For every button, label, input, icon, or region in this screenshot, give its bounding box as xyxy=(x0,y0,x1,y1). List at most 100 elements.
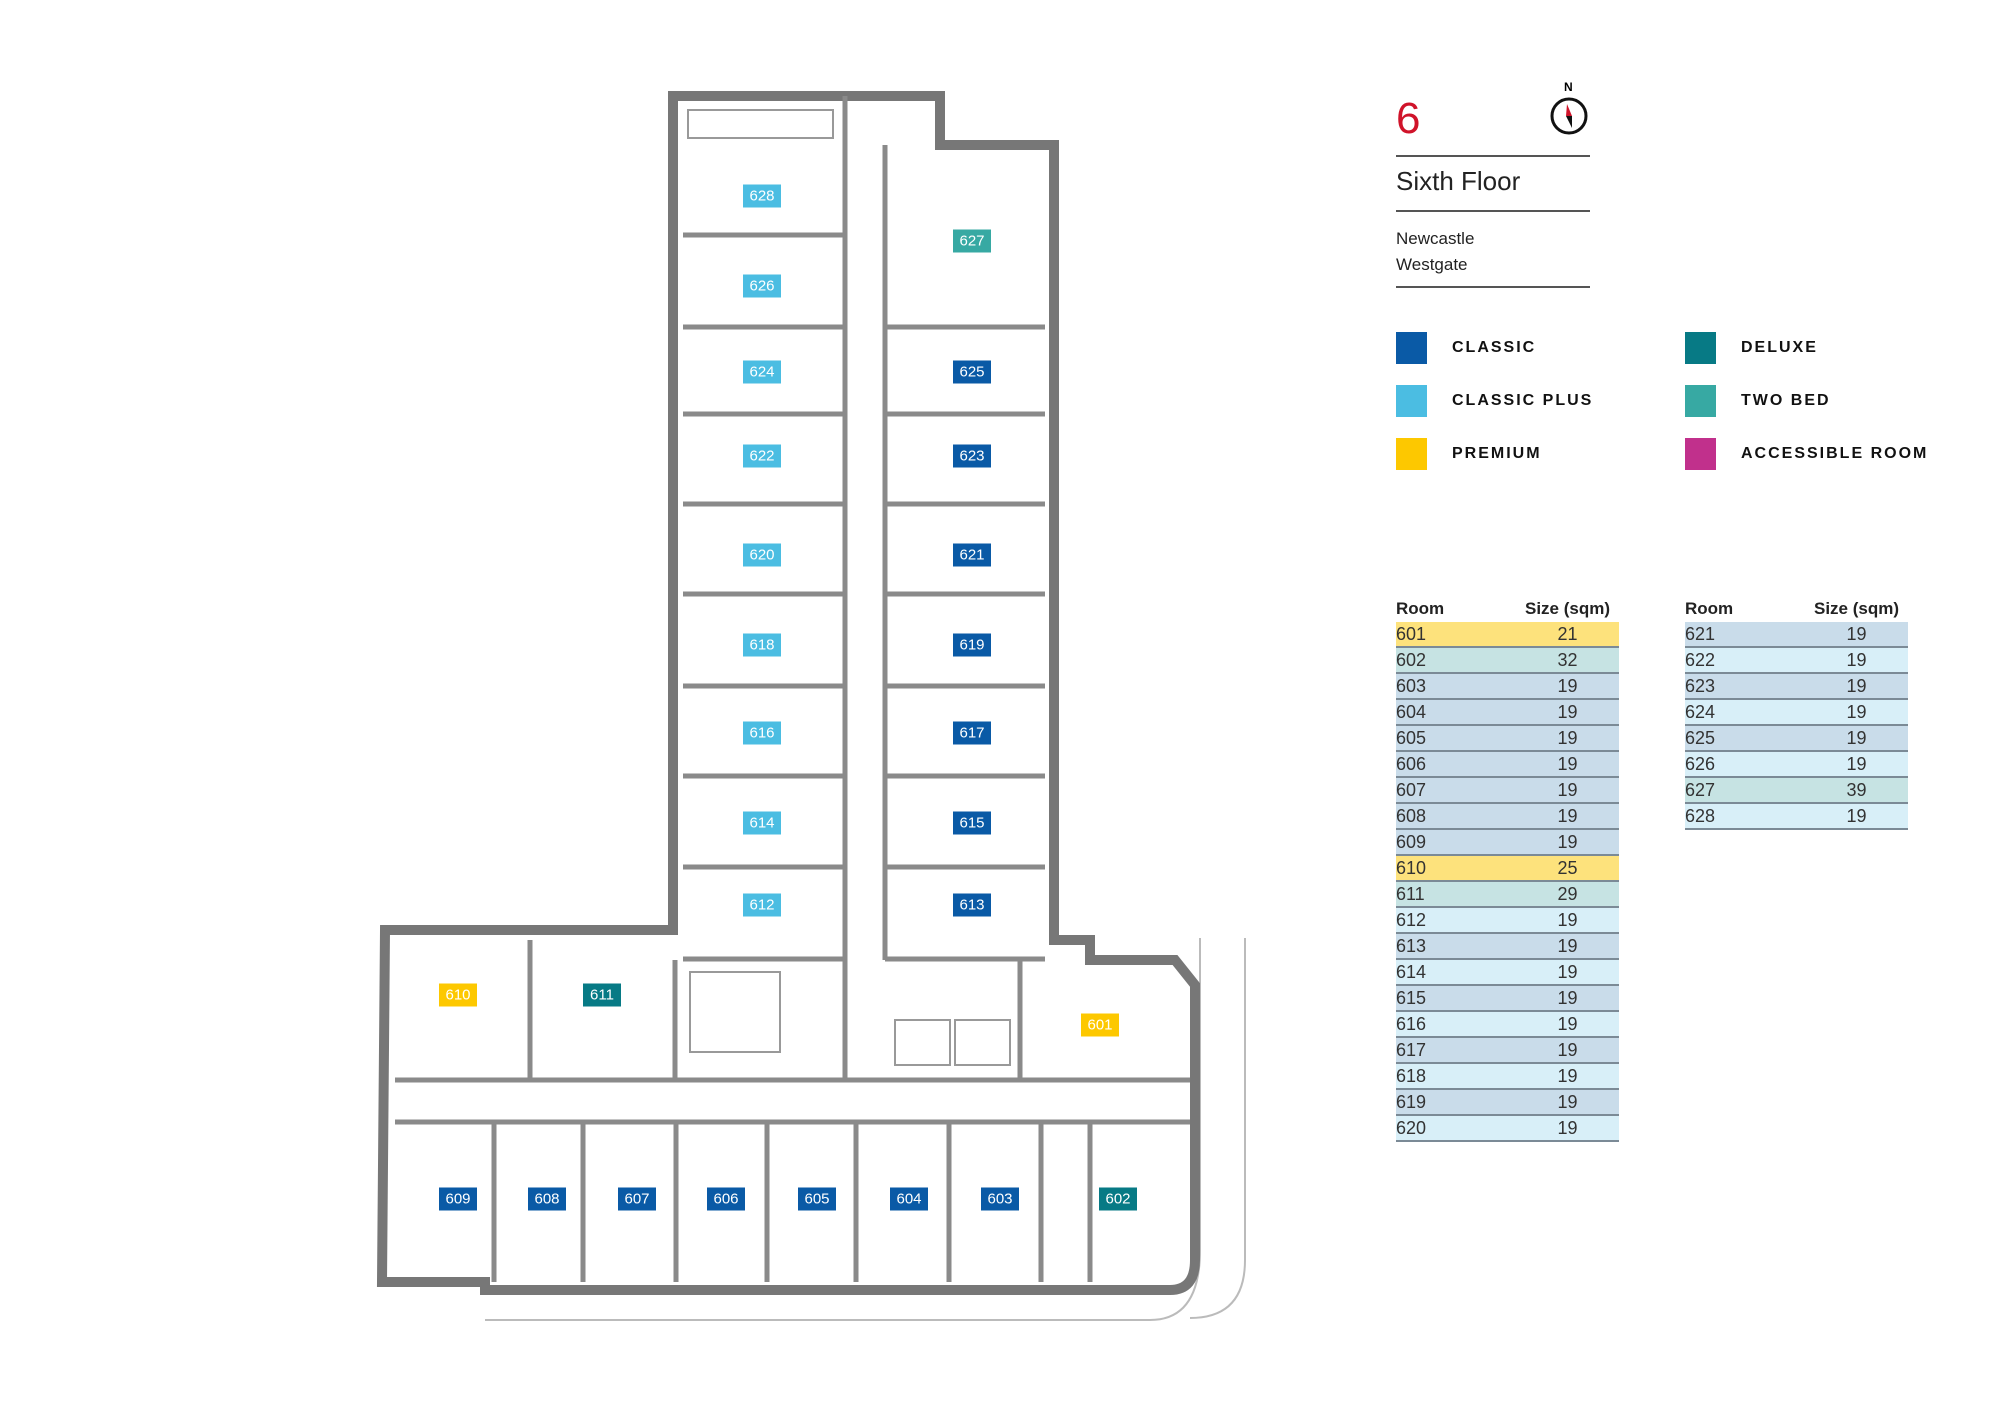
room-badge-626[interactable]: 626 xyxy=(743,274,781,298)
room-badge-621[interactable]: 621 xyxy=(953,543,991,567)
room-size: 25 xyxy=(1516,855,1619,882)
legend-label: CLASSIC xyxy=(1452,339,1537,356)
room-badge-625[interactable]: 625 xyxy=(953,360,991,384)
room-badge-624[interactable]: 624 xyxy=(743,360,781,384)
col-room: Room xyxy=(1685,599,1734,618)
room-number: 610 xyxy=(1396,855,1516,882)
room-number: 608 xyxy=(1396,803,1516,830)
room-size: 29 xyxy=(1516,881,1619,908)
room-size: 39 xyxy=(1805,777,1908,804)
room-badge-615[interactable]: 615 xyxy=(953,811,991,835)
room-number: 603 xyxy=(1396,673,1516,700)
room-number: 617 xyxy=(1396,1037,1516,1064)
room-number: 601 xyxy=(1396,622,1516,648)
compass-north-letter: N xyxy=(1564,80,1573,94)
col-size: Size (sqm) xyxy=(1813,599,1900,618)
legend-swatch xyxy=(1685,385,1716,417)
room-number: 627 xyxy=(1685,777,1805,804)
room-number: 622 xyxy=(1685,647,1805,674)
divider xyxy=(1396,286,1590,288)
room-badge-602[interactable]: 602 xyxy=(1099,1187,1137,1211)
room-badge-616[interactable]: 616 xyxy=(743,721,781,745)
room-badge-619[interactable]: 619 xyxy=(953,633,991,657)
room-badge-605[interactable]: 605 xyxy=(798,1187,836,1211)
room-badge-613[interactable]: 613 xyxy=(953,893,991,917)
room-size: 19 xyxy=(1516,725,1619,752)
room-number: 615 xyxy=(1396,985,1516,1012)
room-badge-614[interactable]: 614 xyxy=(743,811,781,835)
location-building: Westgate xyxy=(1396,255,1468,274)
room-size: 19 xyxy=(1805,725,1908,752)
legend-classic: CLASSIC xyxy=(1396,332,1536,364)
legend-swatch xyxy=(1396,332,1427,364)
legend-deluxe: DELUXE xyxy=(1685,332,1818,364)
divider xyxy=(1396,210,1590,212)
room-badge-604[interactable]: 604 xyxy=(890,1187,928,1211)
floor-number: 6 xyxy=(1396,94,1421,143)
compass-icon: N xyxy=(1545,78,1595,143)
room-badge-620[interactable]: 620 xyxy=(743,543,781,567)
room-number: 618 xyxy=(1396,1063,1516,1090)
room-number: 613 xyxy=(1396,933,1516,960)
room-size: 19 xyxy=(1516,1063,1619,1090)
room-badge-606[interactable]: 606 xyxy=(707,1187,745,1211)
room-size: 19 xyxy=(1516,959,1619,986)
room-size: 19 xyxy=(1516,803,1619,830)
room-badge-612[interactable]: 612 xyxy=(743,893,781,917)
interior-walls xyxy=(395,96,1190,1282)
room-size: 19 xyxy=(1516,907,1619,934)
room-number: 619 xyxy=(1396,1089,1516,1116)
stairs-and-lifts xyxy=(687,109,1011,1066)
legend-label: CLASSIC PLUS xyxy=(1452,392,1594,409)
legend-accessible-room: ACCESSIBLE ROOM xyxy=(1685,438,1928,470)
legend-two-bed: TWO BED xyxy=(1685,385,1831,417)
room-number: 625 xyxy=(1685,725,1805,752)
room-badge-623[interactable]: 623 xyxy=(953,444,991,468)
room-badge-607[interactable]: 607 xyxy=(618,1187,656,1211)
location: Newcastle Westgate xyxy=(1396,226,1474,278)
location-city: Newcastle xyxy=(1396,229,1475,248)
room-badge-627[interactable]: 627 xyxy=(953,229,991,253)
room-size: 19 xyxy=(1805,647,1908,674)
room-badge-603[interactable]: 603 xyxy=(981,1187,1019,1211)
room-number: 616 xyxy=(1396,1011,1516,1038)
room-badge-601[interactable]: 601 xyxy=(1081,1013,1119,1037)
legend-swatch xyxy=(1396,438,1427,470)
legend-premium: PREMIUM xyxy=(1396,438,1542,470)
room-badge-608[interactable]: 608 xyxy=(528,1187,566,1211)
room-badge-628[interactable]: 628 xyxy=(743,184,781,208)
room-badge-609[interactable]: 609 xyxy=(439,1187,477,1211)
room-badge-611[interactable]: 611 xyxy=(583,983,621,1007)
room-number: 606 xyxy=(1396,751,1516,778)
room-badge-610[interactable]: 610 xyxy=(439,983,477,1007)
building-outline xyxy=(376,91,1200,1295)
room-size: 21 xyxy=(1516,622,1619,648)
room-size: 19 xyxy=(1516,1011,1619,1038)
room-size: 19 xyxy=(1516,1037,1619,1064)
room-size: 19 xyxy=(1516,829,1619,856)
legend-swatch xyxy=(1396,385,1427,417)
legend-label: ACCESSIBLE ROOM xyxy=(1741,445,1929,462)
room-badge-617[interactable]: 617 xyxy=(953,721,991,745)
room-badge-622[interactable]: 622 xyxy=(743,444,781,468)
room-size: 19 xyxy=(1516,673,1619,700)
room-badge-618[interactable]: 618 xyxy=(743,633,781,657)
room-size: 19 xyxy=(1516,985,1619,1012)
